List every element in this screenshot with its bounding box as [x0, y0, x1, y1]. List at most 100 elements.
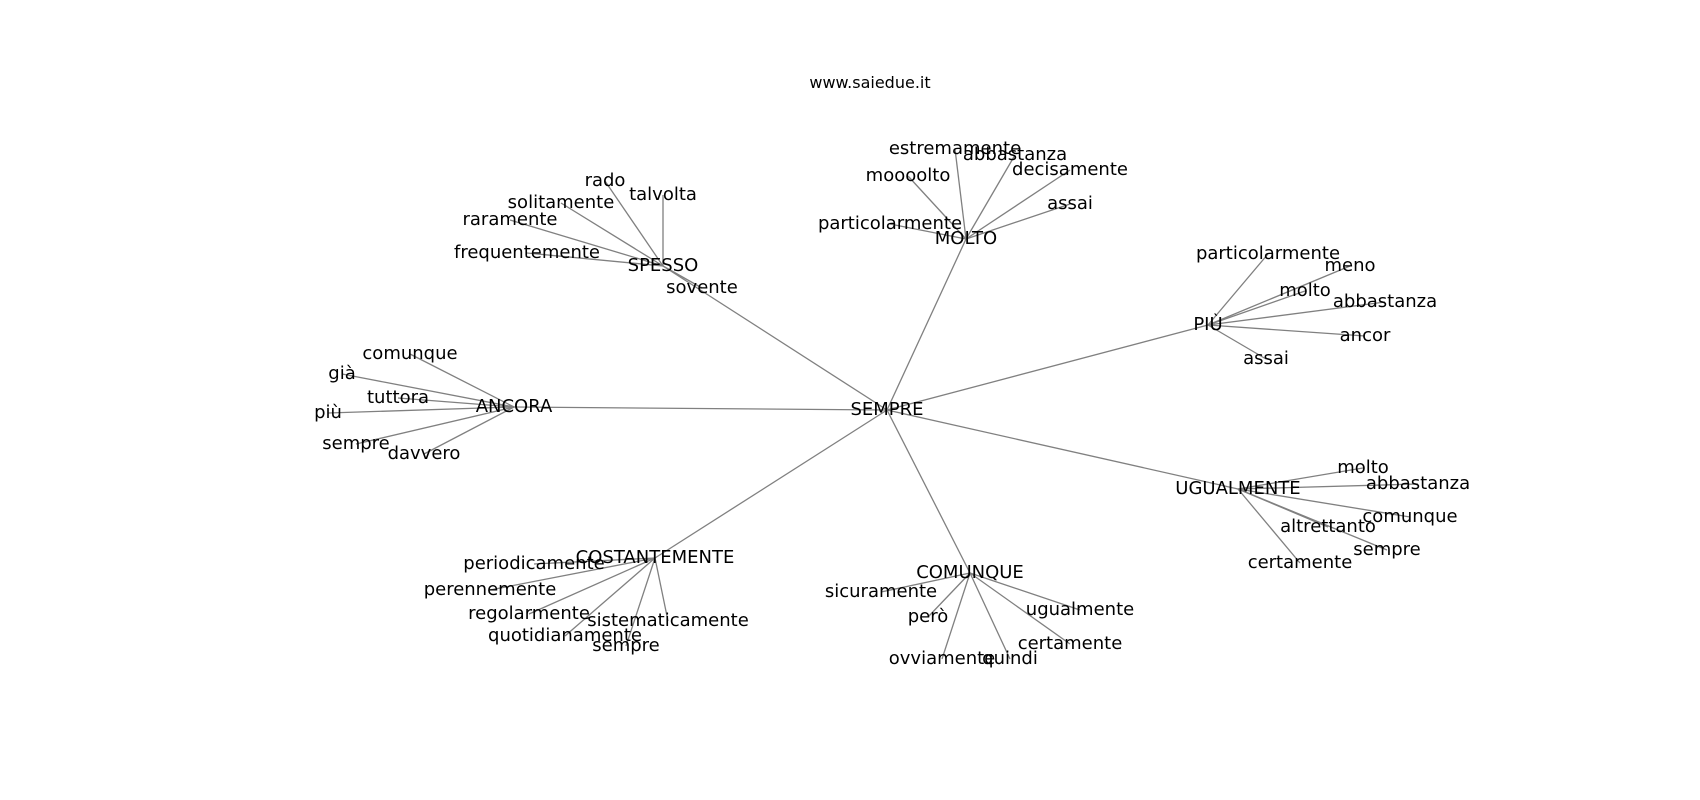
leaf-node-label: già [328, 363, 355, 384]
edge-branch-4-leaf-3 [397, 397, 515, 408]
leaf-node-label: abbastanza [963, 144, 1067, 165]
edge-root-1 [886, 238, 967, 411]
edge-root-6 [654, 409, 888, 559]
edge-branch-3-leaf-3 [1207, 290, 1306, 326]
leaf-node-label: raramente [462, 209, 557, 230]
branch-node-label: SPESSO [628, 255, 699, 276]
leaf-node-label: particolarmente [818, 213, 962, 234]
leaf-node-label: però [908, 606, 949, 627]
edge-branch-4-leaf-6 [423, 406, 515, 455]
leaf-node-label: sovente [666, 277, 738, 298]
branch-node-label: COSTANTEMENTE [576, 547, 735, 568]
leaf-node-label: quindi [982, 648, 1038, 669]
edge-branch-4-leaf-1 [409, 353, 515, 408]
leaf-node-label: abbastanza [1333, 291, 1437, 312]
edge-root-5 [886, 409, 1239, 490]
root-node-label: SEMPRE [850, 399, 923, 420]
leaf-node-label: solitamente [508, 192, 615, 213]
leaf-node-label: frequentemente [454, 242, 600, 263]
leaf-node-label: ugualmente [1026, 599, 1134, 620]
edge-branch-3-leaf-1 [1207, 253, 1269, 326]
leaf-node-label: rado [585, 170, 626, 191]
edge-branch-1-leaf-5 [965, 203, 1071, 240]
leaf-node-label: quotidianamente [488, 625, 642, 646]
edge-branch-2-leaf-1 [604, 180, 664, 267]
leaf-node-label: comunque [1362, 506, 1457, 527]
leaf-node-label: meno [1324, 255, 1375, 276]
edge-branch-6-leaf-2 [489, 557, 656, 591]
edge-root-4 [513, 406, 888, 411]
leaf-node-label: davvero [388, 443, 461, 464]
edge-branch-6-leaf-4 [654, 557, 669, 622]
edge-branch-1-leaf-1 [954, 148, 967, 240]
leaf-node-label: molto [1337, 457, 1389, 478]
edge-branch-4-leaf-2 [341, 373, 515, 408]
leaf-node-label: decisamente [1012, 159, 1128, 180]
edge-root-2 [662, 265, 888, 411]
leaf-node-label: molto [1279, 280, 1331, 301]
graph-edges [327, 148, 1419, 660]
leaf-node-label: periodicamente [463, 553, 604, 574]
leaf-node-label: assai [1047, 193, 1093, 214]
leaf-node-label: ancor [1340, 325, 1391, 346]
leaf-node-label: particolarmente [1196, 243, 1340, 264]
leaf-node-label: certamente [1248, 552, 1353, 573]
leaf-node-label: ovviamente [889, 648, 996, 669]
leaf-node-label: altrettanto [1280, 516, 1376, 537]
edge-branch-2-leaf-5 [526, 252, 664, 267]
leaf-node-label: assai [1243, 348, 1289, 369]
edge-branch-5-leaf-5 [1237, 488, 1388, 551]
edge-branch-2-leaf-4 [509, 219, 664, 267]
leaf-node-label: sempre [322, 433, 390, 454]
leaf-node-label: comunque [362, 343, 457, 364]
edge-branch-6-leaf-3 [528, 557, 656, 615]
edge-branch-3-leaf-2 [1207, 265, 1351, 326]
edge-branch-4-leaf-4 [327, 406, 515, 414]
edge-branch-7-leaf-3 [927, 572, 971, 618]
edge-branch-5-leaf-3 [1237, 488, 1411, 518]
edge-branch-6-leaf-5 [564, 557, 656, 637]
edge-branch-4-leaf-5 [355, 406, 515, 445]
edge-branch-3-leaf-6 [1207, 324, 1267, 360]
edge-root-7 [886, 409, 971, 574]
edge-branch-5-leaf-2 [1237, 483, 1419, 490]
leaf-node-label: regolarmente [468, 603, 590, 624]
branch-node-label: COMUNQUE [916, 562, 1024, 583]
leaf-node-label: estremamente [889, 138, 1021, 159]
edge-branch-1-leaf-3 [965, 169, 1071, 240]
leaf-node-label: certamente [1018, 633, 1123, 654]
leaf-node-label: più [314, 402, 342, 423]
branch-node-label: UGUALMENTE [1175, 478, 1300, 499]
leaf-node-label: sistematicamente [587, 610, 749, 631]
edge-branch-5-leaf-1 [1237, 467, 1364, 490]
site-title: www.saiedue.it [809, 73, 930, 92]
leaf-node-label: tuttora [367, 387, 429, 408]
branch-node-label: MOLTO [935, 228, 997, 249]
edge-branch-1-leaf-2 [965, 154, 1016, 240]
leaf-node-label: moooolto [866, 165, 951, 186]
edge-branch-3-leaf-4 [1207, 301, 1386, 326]
edge-branch-1-leaf-4 [907, 175, 967, 240]
edge-branch-3-leaf-5 [1207, 324, 1366, 337]
leaf-node-label: sempre [592, 635, 660, 656]
leaf-node-label: talvolta [629, 184, 697, 205]
edge-branch-1-leaf-6 [889, 223, 967, 240]
graph-labels: SEMPREMOLTOestremamenteabbastanzadecisam… [314, 138, 1470, 669]
edge-branch-7-leaf-2 [969, 572, 1081, 611]
leaf-node-label: sempre [1353, 539, 1421, 560]
edge-branch-6-leaf-6 [625, 557, 656, 647]
branch-node-label: ANCORA [476, 396, 553, 417]
edge-branch-7-leaf-4 [969, 572, 1071, 645]
edge-branch-7-leaf-1 [880, 572, 971, 593]
edge-branch-5-leaf-6 [1237, 488, 1301, 564]
edge-branch-7-leaf-6 [969, 572, 1011, 660]
edge-root-3 [886, 324, 1209, 411]
branch-node-label: PIÙ [1193, 313, 1222, 335]
leaf-node-label: perennemente [424, 579, 557, 600]
edge-branch-2-leaf-6 [662, 265, 703, 289]
edge-branch-6-leaf-1 [533, 557, 656, 565]
leaf-node-label: abbastanza [1366, 473, 1470, 494]
edge-branch-7-leaf-5 [941, 572, 971, 660]
leaf-node-label: sicuramente [825, 581, 937, 602]
